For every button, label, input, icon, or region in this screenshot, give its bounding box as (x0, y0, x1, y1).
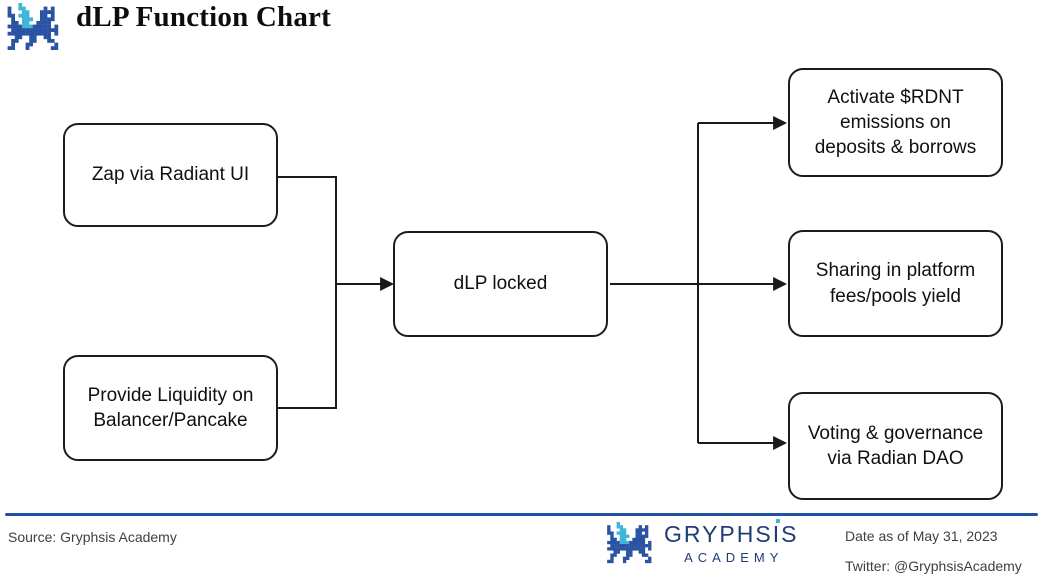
gryphsis-dragon-logo-icon (607, 522, 652, 564)
flow-node-dlp-locked: dLP locked (393, 231, 608, 337)
brand-subtitle: ACADEMY (684, 550, 784, 565)
date-text: Date as of May 31, 2023 (845, 528, 998, 544)
flow-node-zap: Zap via Radiant UI (63, 123, 278, 227)
brand-name-label: GRYPHSIS (664, 521, 799, 547)
twitter-text: Twitter: @GryphsisAcademy (845, 558, 1022, 574)
footer-brand: GRYPHSIS ACADEMY (604, 519, 799, 565)
flow-node-sharing-fees: Sharing in platform fees/pools yield (788, 230, 1003, 337)
gryphsis-dragon-logo-icon (7, 3, 59, 50)
flow-node-activate-emissions: Activate $RDNT emissions on deposits & b… (788, 68, 1003, 177)
footer-divider (5, 513, 1038, 516)
flow-node-provide-liquidity: Provide Liquidity on Balancer/Pancake (63, 355, 278, 461)
flow-node-voting-governance: Voting & governance via Radian DAO (788, 392, 1003, 500)
brand-text: GRYPHSIS ACADEMY (664, 519, 799, 565)
source-text: Source: Gryphsis Academy (8, 529, 177, 545)
flow-connector-lines (278, 116, 788, 450)
brand-i-dot-icon (776, 519, 781, 523)
merge-bracket-line (278, 176, 337, 409)
page-title: dLP Function Chart (76, 1, 331, 33)
brand-name: GRYPHSIS (664, 519, 799, 548)
footer-meta: Date as of May 31, 2023 Twitter: @Gryphs… (845, 528, 1022, 574)
